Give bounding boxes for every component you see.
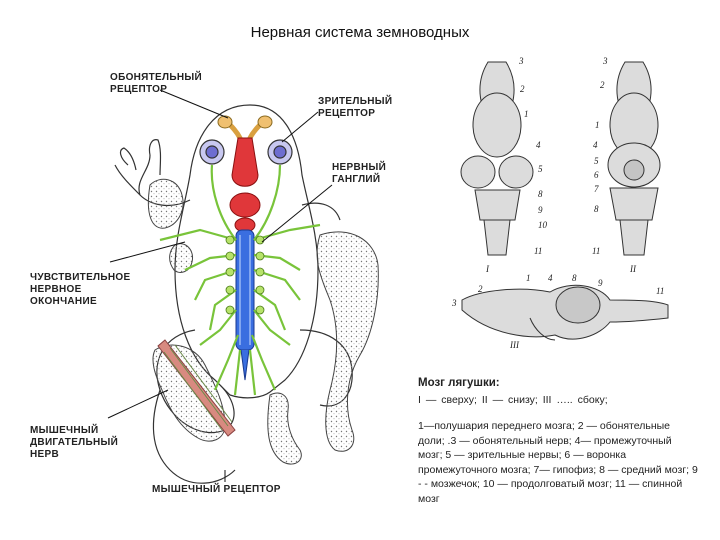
nervous-system: [159, 115, 321, 396]
view1-number: 5: [538, 164, 543, 174]
view3-number: 9: [598, 278, 603, 288]
view2-number: 5: [594, 156, 599, 166]
brain-view-top-numbers: 3 2 1 4 5 8 9 10 11 I: [485, 56, 548, 274]
caption-views: I — сверху; II — снизу; III ….. сбоку;: [418, 393, 608, 406]
view1-number: 8: [538, 189, 543, 199]
view2-number: 7: [594, 184, 599, 194]
label-sensory-ending: ЧУВСТВИТЕЛЬНОЕ НЕРВНОЕ ОКОНЧАНИЕ: [30, 272, 131, 307]
page-title: Нервная система земноводных: [250, 24, 470, 41]
muscle-fibers: [157, 339, 236, 437]
view2-number: 4: [593, 140, 598, 150]
view3-number: 2: [478, 284, 483, 294]
view3-number: 4: [548, 273, 553, 283]
caption-heading: Мозг лягушки:: [418, 377, 500, 389]
caption-legend: 1—полушария переднего мозга; 2 — обоняте…: [418, 420, 698, 505]
view1-number: 4: [536, 140, 541, 150]
brain-view-side-numbers: 3 2 1 4 8 9 11 III: [451, 273, 664, 350]
view2-number: 11: [592, 246, 600, 256]
view1-number: 1: [524, 109, 529, 119]
view1-label: I: [485, 264, 490, 274]
label-nerve-ganglion: НЕРВНЫЙ ГАНГЛИЙ: [332, 162, 387, 185]
view2-number: 3: [602, 56, 608, 66]
view3-number: 8: [572, 273, 577, 283]
view3-number: 1: [526, 273, 531, 283]
view1-number: 10: [538, 220, 548, 230]
brain-view-top: [460, 61, 534, 256]
frog-diagram: [114, 104, 353, 484]
view3-number: 11: [656, 286, 664, 296]
label-visual-receptor: ЗРИТЕЛЬНЫЙ РЕЦЕПТОР: [318, 96, 393, 119]
view2-number: 1: [595, 120, 600, 130]
label-olfactory-receptor: ОБОНЯТЕЛЬНЫЙ РЕЦЕПТОР: [110, 72, 202, 95]
label-motor-nerve: МЫШЕЧНЫЙ ДВИГАТЕЛЬНЫЙ НЕРВ: [30, 425, 119, 460]
view1-number: 3: [518, 56, 524, 66]
view1-number: 11: [534, 246, 542, 256]
brain-view-bottom-numbers: 3 2 1 4 5 6 7 8 11 II: [592, 56, 637, 274]
view3-number: 3: [451, 298, 457, 308]
leader-lines: [107, 89, 333, 482]
muscle-masses: [147, 178, 379, 465]
view2-label: II: [629, 264, 637, 274]
label-muscle-receptor: МЫШЕЧНЫЙ РЕЦЕПТОР: [152, 484, 281, 495]
brain-view-bottom: [607, 61, 661, 256]
view2-number: 2: [600, 80, 605, 90]
brain-view-side: [461, 284, 669, 341]
view3-label: III: [509, 340, 520, 350]
view2-number: 8: [594, 204, 599, 214]
view1-number: 9: [538, 205, 543, 215]
view2-number: 6: [594, 170, 599, 180]
view1-number: 2: [520, 84, 525, 94]
brain-caption: Мозг лягушки: I — сверху; II — снизу; II…: [418, 376, 698, 506]
